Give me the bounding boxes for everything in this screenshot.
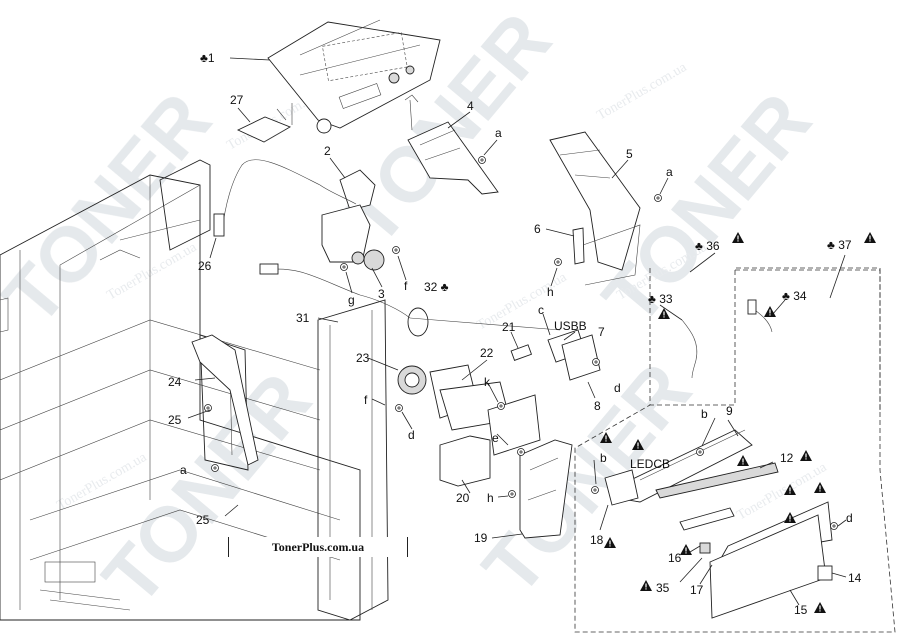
callout-label: c <box>538 303 544 317</box>
screw-icon <box>696 448 704 456</box>
callout-label: d <box>408 428 415 442</box>
callout-label: 18 <box>590 533 604 547</box>
callout-label: a <box>180 463 187 477</box>
callout-labels: ♣1 27 2 4 a 5 a 6 26 g 3 f 32 ♣ h ♣ 36 ♣… <box>168 51 862 617</box>
screw-icon <box>340 263 348 271</box>
callout-label: 7 <box>598 325 605 339</box>
part-21-connector <box>510 344 533 361</box>
callout-label: USBB <box>554 319 587 333</box>
callout-label: 32 ♣ <box>424 280 449 294</box>
callout-label: 4 <box>467 99 474 113</box>
screw-icon <box>211 464 219 472</box>
callout-label: h <box>547 285 554 299</box>
callout-label: b <box>600 451 607 465</box>
part-19-panel <box>519 439 573 539</box>
warning-icon <box>800 450 812 461</box>
callout-label: 17 <box>690 583 704 597</box>
warning-icon <box>814 482 826 493</box>
footer-url: TonerPlus.com.ua <box>228 537 408 557</box>
callout-label: 35 <box>656 581 670 595</box>
callout-label: ♣1 <box>200 51 215 65</box>
callout-label: 5 <box>626 147 633 161</box>
screw-icon <box>554 258 562 266</box>
callout-label: 9 <box>726 404 733 418</box>
screw-icon <box>830 522 838 530</box>
callout-label: 27 <box>230 93 244 107</box>
screw-icon <box>478 156 486 164</box>
callout-label: 6 <box>534 222 541 236</box>
part-26-cable <box>221 159 357 233</box>
warning-icon <box>737 455 749 466</box>
callout-label: d <box>846 511 853 525</box>
screw-icon <box>395 404 403 412</box>
callout-label: b <box>701 407 708 421</box>
warning-icon <box>604 537 616 548</box>
warning-icon <box>680 544 692 555</box>
part-27-bracket <box>236 116 292 143</box>
warning-icon <box>764 306 776 317</box>
callout-label: 12 <box>780 451 794 465</box>
screw-icon <box>508 490 516 498</box>
leader-lines <box>187 57 847 606</box>
callout-label: ♣ 34 <box>782 289 807 303</box>
callout-label: 25 <box>168 413 182 427</box>
callout-label: f <box>404 279 408 293</box>
part-8-bracket <box>561 334 601 381</box>
screw-icon <box>517 448 525 456</box>
callout-label: 25 <box>196 513 210 527</box>
callout-label: h <box>487 491 494 505</box>
callout-label: 19 <box>474 531 488 545</box>
screw-icon <box>497 402 505 410</box>
screw-icon <box>591 486 599 494</box>
callout-label: a <box>495 126 502 140</box>
kit-37-outline <box>735 269 881 410</box>
callout-label: a <box>666 165 673 179</box>
callout-label: 24 <box>168 375 182 389</box>
screw-icon <box>392 246 400 254</box>
part-1-operation-panel <box>267 19 441 134</box>
callout-label: f <box>364 393 368 407</box>
warning-icon <box>814 602 826 613</box>
usb-cable <box>264 268 411 319</box>
part-20-plate <box>439 435 491 487</box>
part-24-bracket <box>191 334 259 466</box>
callout-label: 3 <box>378 287 385 301</box>
callout-label: 22 <box>480 346 494 360</box>
callout-label: 26 <box>198 259 212 273</box>
watermark-url: TonerPlus.com.ua <box>595 60 691 124</box>
callout-label: d <box>614 381 621 395</box>
callout-label: 8 <box>594 399 601 413</box>
callout-label: 14 <box>848 571 862 585</box>
callout-label: g <box>348 293 355 307</box>
callout-label: e <box>492 431 499 445</box>
callout-label: 21 <box>502 320 516 334</box>
screw-icon <box>592 358 600 366</box>
callout-label: 20 <box>456 491 470 505</box>
part-6-bracket <box>572 227 585 265</box>
callout-label: ♣ 37 <box>827 238 852 252</box>
callout-label: 31 <box>296 311 310 325</box>
part-33-cable <box>681 319 698 379</box>
callout-label: ♣ 33 <box>648 292 673 306</box>
led-unit <box>604 429 833 619</box>
part-3-assembly <box>321 204 385 271</box>
part-4-bracket <box>407 121 499 195</box>
callout-label: 15 <box>794 603 808 617</box>
screw-icon <box>654 194 662 202</box>
part-5-cover <box>549 131 641 271</box>
callout-label: LEDCB <box>630 457 670 471</box>
callout-label: 23 <box>356 351 370 365</box>
warning-icon <box>640 580 652 591</box>
callout-label: 2 <box>324 144 331 158</box>
callout-label: 16 <box>668 551 682 565</box>
callout-label: ♣ 36 <box>695 239 720 253</box>
warning-icon <box>864 232 876 243</box>
callout-label: k <box>484 375 491 389</box>
part-32-ferrite <box>407 307 429 337</box>
watermark-brand: TONER <box>86 356 328 621</box>
